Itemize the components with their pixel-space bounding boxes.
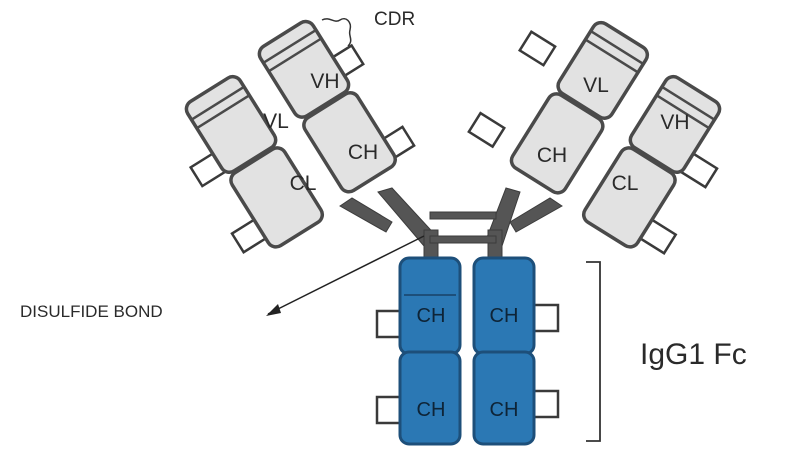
fc-region [375,256,560,446]
label-vh-left: VH [310,70,339,93]
fab-left [184,19,416,254]
cdr-stripe [661,85,716,121]
label-ch3-left: CH [417,399,446,421]
hinge-region [339,187,563,261]
label-ch-right: CH [537,144,567,167]
hinge-right-light-link [509,197,563,233]
domain-ch1-left [302,91,397,194]
cdr-stripe [190,85,245,121]
carbohydrate-tab [467,111,506,149]
disulfide-bridge-bottom [429,235,497,244]
label-cl-right: CL [612,172,639,195]
label-vl-right: VL [583,74,609,97]
domain-vh-left [257,19,351,119]
hinge-right-stem [487,229,503,261]
cdr-stripe [262,28,317,64]
domain-cl-right [581,146,677,249]
label-igg1-fc: IgG1 Fc [640,338,747,371]
fab-right [467,20,722,255]
carbohydrate-tab [517,29,557,67]
domain-cl-left [229,146,325,249]
domain-ch3-left [398,350,462,446]
domain-vl-left [184,74,278,175]
domain-vh-right [628,74,722,175]
hinge-left-light-link [339,197,393,233]
label-disulfide-bond: DISULFIDE BOND [20,302,163,321]
carbohydrate-tab [530,389,560,419]
right-light-chain [581,74,722,255]
domain-vl-right [556,20,650,120]
cdr-stripe [655,94,710,130]
label-ch3-right: CH [490,399,519,421]
cdr-pointer [321,18,352,47]
label-vl-left: VL [263,110,289,133]
left-heavy-chain [257,19,416,194]
disulfide-arrow-line [267,235,425,315]
disulfide-arrowhead [266,304,281,316]
left-light-chain [184,74,325,254]
domain-ch3-right [472,350,536,446]
domain-ch1-right [509,92,605,195]
hinge-left-stem [423,229,439,261]
fc-bracket [586,261,601,442]
right-heavy-chain [467,20,650,195]
cdr-stripe [196,94,251,130]
label-cdr: CDR [374,9,415,30]
label-vh-right: VH [660,111,689,134]
label-cl-left: CL [290,172,317,195]
label-ch2-right: CH [490,305,519,327]
carbohydrate-tab [530,303,560,333]
cdr-stripe [584,38,639,74]
disulfide-bridge-top [429,211,497,220]
cdr-stripe [268,37,322,73]
label-ch-left: CH [348,141,378,164]
label-ch2-left: CH [417,305,446,327]
cdr-stripe [590,30,644,65]
